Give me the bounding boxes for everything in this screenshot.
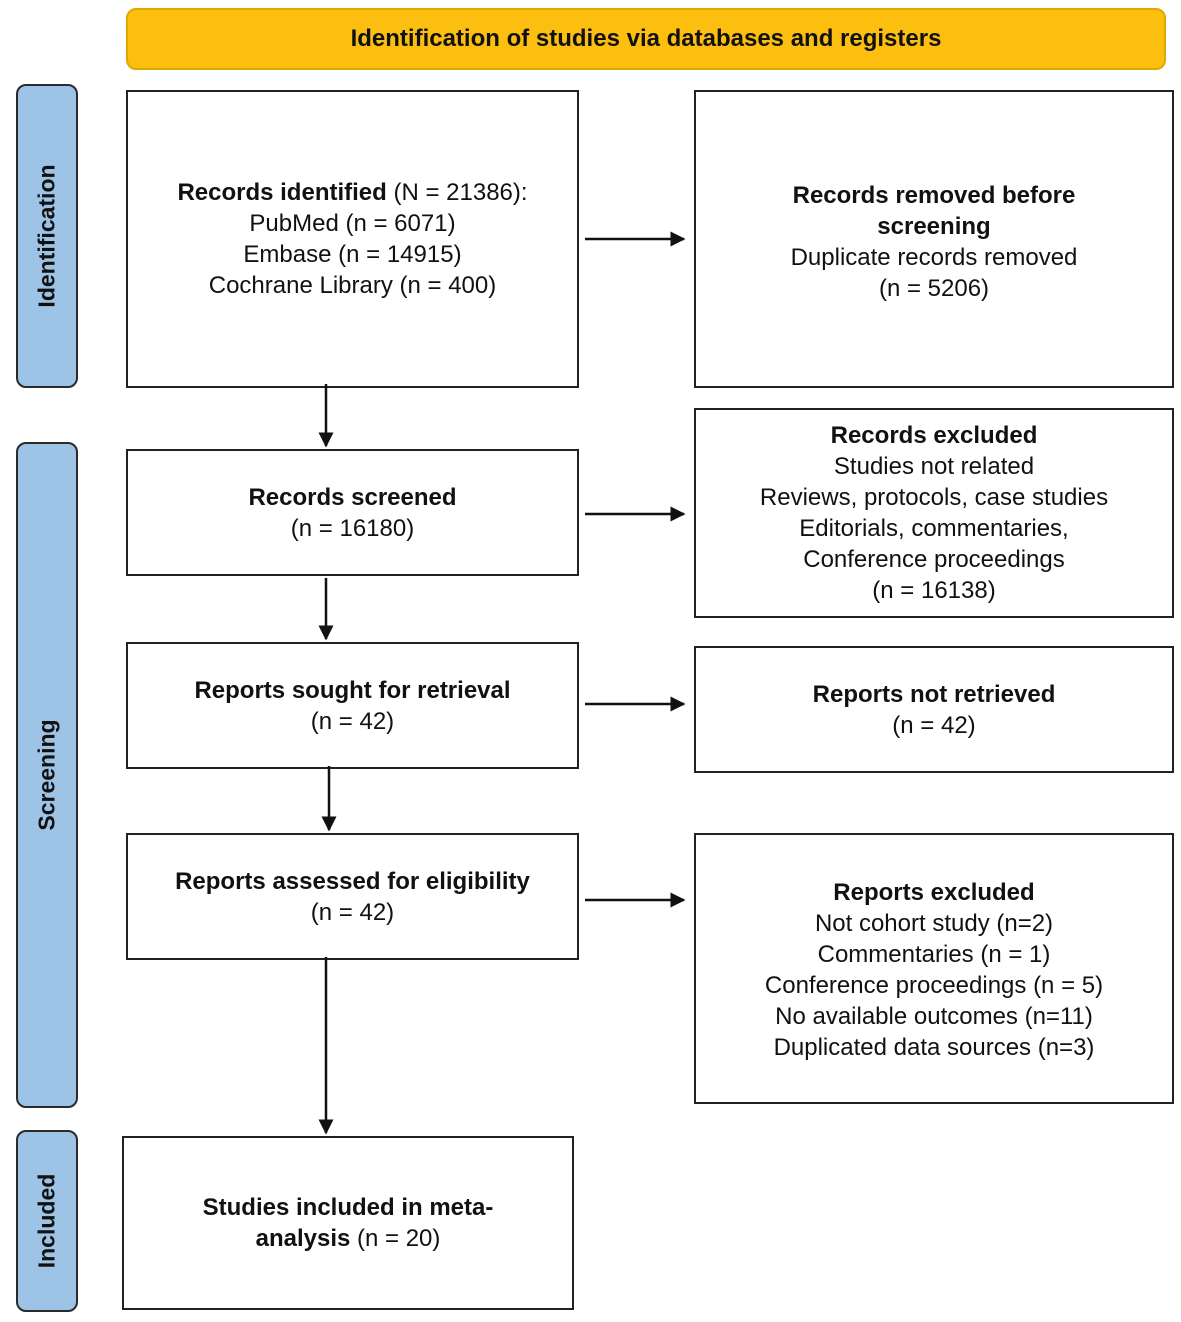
reports-excluded-line: Conference proceedings (n = 5) <box>764 972 1104 999</box>
records-removed-box: Records removed before screening Duplica… <box>694 90 1174 388</box>
records-excluded-count: (n = 16138) <box>872 577 996 604</box>
source-cochrane: Cochrane Library (n = 400) <box>208 272 497 299</box>
records-excluded-box: Records excluded Studies not related Rev… <box>694 408 1174 618</box>
records-removed-count: (n = 5206) <box>878 275 990 302</box>
records-excluded-line: Reviews, protocols, case studies <box>759 484 1109 511</box>
reports-excluded-line: Not cohort study (n=2) <box>814 910 1054 937</box>
records-identified-title-row: Records identified (N = 21386): <box>177 177 527 208</box>
reports-not-retrieved-heading: Reports not retrieved <box>812 680 1056 708</box>
studies-included-title-row: analysis (n = 20) <box>256 1223 441 1254</box>
studies-included-count: (n = 20) <box>350 1225 441 1252</box>
reports-sought-box: Reports sought for retrieval (n = 42) <box>126 642 579 769</box>
reports-excluded-heading: Reports excluded <box>833 879 1035 906</box>
reports-excluded-line: No available outcomes (n=11) <box>775 1003 1093 1030</box>
banner-title: Identification of studies via databases … <box>126 8 1166 70</box>
phase-identification: Identification <box>16 84 78 388</box>
records-removed-heading-1: Records removed before <box>792 182 1076 209</box>
reports-excluded-line: Commentaries (n = 1) <box>817 941 1051 968</box>
records-excluded-line: Conference proceedings <box>803 546 1065 573</box>
source-pubmed: PubMed (n = 6071) <box>249 210 456 237</box>
phase-screening: Screening <box>16 442 78 1108</box>
records-removed-heading-2: screening <box>877 213 991 240</box>
records-excluded-heading: Records excluded <box>830 422 1038 449</box>
studies-included-heading-2: analysis <box>255 1225 351 1252</box>
source-embase: Embase (n = 14915) <box>243 241 462 268</box>
reports-assessed-count: (n = 42) <box>310 898 395 926</box>
records-identified-box: Records identified (N = 21386): PubMed (… <box>126 90 579 388</box>
phase-included: Included <box>16 1130 78 1312</box>
reports-not-retrieved-box: Reports not retrieved (n = 42) <box>694 646 1174 773</box>
reports-not-retrieved-count: (n = 42) <box>892 711 976 739</box>
reports-assessed-heading: Reports assessed for eligibility <box>175 867 530 895</box>
reports-sought-heading: Reports sought for retrieval <box>194 676 511 704</box>
reports-excluded-box: Reports excluded Not cohort study (n=2) … <box>694 833 1174 1104</box>
records-screened-box: Records screened (n = 16180) <box>126 449 579 576</box>
records-removed-detail: Duplicate records removed <box>790 244 1078 271</box>
records-screened-count: (n = 16180) <box>290 514 415 542</box>
records-excluded-line: Studies not related <box>833 453 1035 480</box>
records-identified-total: (N = 21386): <box>386 179 528 206</box>
records-excluded-line: Editorials, commentaries, <box>799 515 1069 542</box>
reports-excluded-line: Duplicated data sources (n=3) <box>773 1034 1095 1061</box>
reports-assessed-box: Reports assessed for eligibility (n = 42… <box>126 833 579 960</box>
records-screened-heading: Records screened <box>248 483 457 511</box>
studies-included-heading-1: Studies included in meta- <box>202 1194 494 1221</box>
records-identified-heading: Records identified <box>177 179 387 206</box>
studies-included-box: Studies included in meta- analysis (n = … <box>122 1136 574 1310</box>
reports-sought-count: (n = 42) <box>310 707 395 735</box>
